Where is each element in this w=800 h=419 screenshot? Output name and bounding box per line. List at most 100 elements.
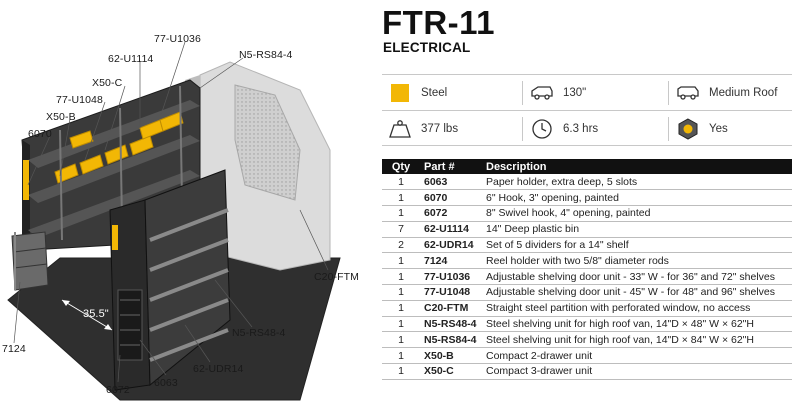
weight-icon (388, 117, 412, 141)
callout-62-u1114: 62-U1114 (108, 53, 154, 65)
hardware-nut-icon (676, 117, 700, 141)
callout-x50-c: X50-C (92, 77, 123, 89)
product-title: FTR-11 (382, 4, 496, 41)
column-header-part: Part # (420, 159, 482, 174)
cell-description: Steel shelving unit for high roof van, 1… (482, 331, 792, 349)
spec-weight: 377 lbs (388, 111, 458, 147)
cell-qty: 1 (382, 316, 420, 333)
cell-description: Paper holder, extra deep, 5 slots (482, 174, 792, 191)
spec-divider (522, 117, 523, 141)
cell-part: X50-C (420, 363, 482, 380)
callout-x50-b: X50-B (46, 111, 76, 123)
callout-n5-rs48-4: N5-RS48-4 (232, 327, 286, 339)
spec-install-time: 6.3 hrs (530, 111, 598, 147)
callout-6063: 6063 (154, 377, 178, 389)
cell-description: Straight steel partition with perforated… (482, 300, 792, 317)
spec-weight-text: 377 lbs (421, 123, 459, 135)
cell-description: Compact 3-drawer unit (482, 363, 792, 380)
spec-divider (668, 81, 669, 105)
cell-description: Compact 2-drawer unit (482, 347, 792, 365)
material-swatch-icon (388, 81, 412, 105)
drawer-units (11, 231, 49, 291)
callout-77-u1048: 77-U1048 (56, 94, 103, 106)
shelving-unit-48 (109, 169, 231, 391)
callout-77-u1036: 77-U1036 (154, 33, 201, 45)
table-header-row: Qty Part # Description (382, 159, 792, 174)
van-angle-icon (530, 81, 554, 105)
spec-hardware: Yes (676, 111, 728, 147)
cell-qty: 1 (382, 252, 420, 270)
cell-description: Adjustable shelving door unit - 45" W - … (482, 284, 792, 301)
cell-part: C20-FTM (420, 300, 482, 317)
cell-part: X50-B (420, 347, 482, 365)
cell-part: 77-U1048 (420, 284, 482, 301)
callout-7124: 7124 (2, 343, 26, 355)
cell-qty: 1 (382, 300, 420, 317)
cell-qty: 1 (382, 284, 420, 301)
cell-description: Reel holder with two 5/8" diameter rods (482, 252, 792, 270)
spec-divider (668, 117, 669, 141)
product-illustration: N5-RS84-4 77-U1036 62-U1114 X50-C 77-U10… (0, 0, 380, 419)
cell-qty: 1 (382, 347, 420, 365)
spec-roof-text: Medium Roof (709, 87, 778, 99)
column-header-qty: Qty (382, 159, 420, 174)
spec-hardware-text: Yes (709, 123, 728, 135)
spec-install-time-text: 6.3 hrs (563, 123, 599, 135)
callout-n5-rs84-4: N5-RS84-4 (239, 49, 293, 61)
cell-description: 6" Hook, 3" opening, painted (482, 189, 792, 207)
cell-part: 62-UDR14 (420, 237, 482, 254)
cell-description: Set of 5 dividers for a 14" shelf (482, 237, 792, 254)
cell-description: 14" Deep plastic bin (482, 221, 792, 238)
cell-part: 62-U1114 (420, 221, 482, 238)
spec-wheelbase: 130" (530, 75, 586, 111)
spec-grid: Steel 130" Medium Roof 377 lbs (382, 74, 792, 146)
cell-part: 77-U1036 (420, 268, 482, 286)
spec-row: 377 lbs 6.3 hrs Yes (382, 110, 792, 146)
cell-part: 6072 (420, 205, 482, 222)
product-category: ELECTRICAL (383, 40, 471, 55)
cell-part: 7124 (420, 252, 482, 270)
spec-row: Steel 130" Medium Roof (382, 74, 792, 110)
cell-part: N5-RS84-4 (420, 331, 482, 349)
cell-part: 6070 (420, 189, 482, 207)
column-header-description: Description (482, 159, 792, 174)
van-roof-icon (676, 81, 700, 105)
cell-description: Adjustable shelving door unit - 33" W - … (482, 268, 792, 286)
callout-62-udr14: 62-UDR14 (193, 363, 244, 375)
cell-part: N5-RS48-4 (420, 316, 482, 333)
cell-description: 8" Swivel hook, 4" opening, painted (482, 205, 792, 222)
cell-qty: 1 (382, 189, 420, 207)
cell-qty: 7 (382, 221, 420, 238)
van-shelving-drawing (7, 41, 341, 401)
cell-qty: 1 (382, 268, 420, 286)
callout-dimension: 35.5" (83, 308, 109, 320)
callout-6070: 6070 (28, 128, 52, 140)
cell-part: 6063 (420, 174, 482, 191)
callout-c20-ftm: C20-FTM (314, 271, 360, 283)
callout-6072: 6072 (106, 384, 130, 396)
spec-divider (522, 81, 523, 105)
cell-qty: 1 (382, 174, 420, 191)
cell-qty: 1 (382, 205, 420, 222)
cell-description: Steel shelving unit for high roof van, 1… (482, 316, 792, 333)
spec-roof: Medium Roof (676, 75, 777, 111)
cell-qty: 1 (382, 363, 420, 380)
cell-qty: 2 (382, 237, 420, 254)
dimension-line (61, 299, 113, 331)
install-time-icon (530, 117, 554, 141)
spec-material-text: Steel (421, 87, 448, 99)
